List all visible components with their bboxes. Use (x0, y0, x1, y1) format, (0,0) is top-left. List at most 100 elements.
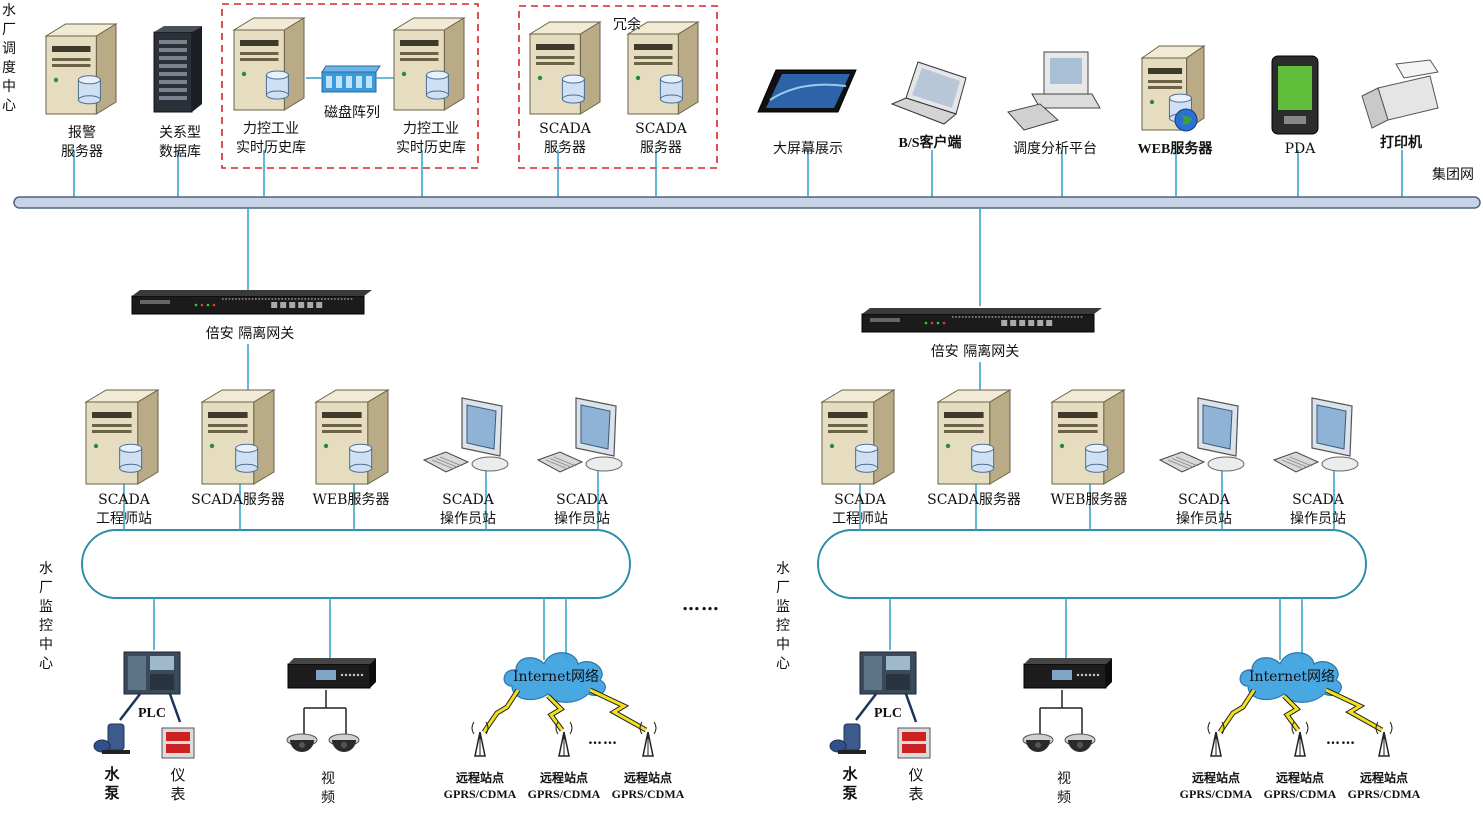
plant-2-camera-2-icon (1064, 733, 1096, 752)
plant-1-web-server-icon (314, 389, 390, 485)
web-server-top-icon (1140, 45, 1206, 131)
plant-1-lan-ring (81, 529, 631, 599)
plant-2-pump-icon (829, 723, 866, 754)
dispatch-analysis-label: 调度分析平台 (1013, 141, 1097, 157)
gateway-1-device (131, 290, 372, 315)
plant-2-antenna-2-icon (1291, 721, 1309, 757)
plant-2-operator-station-1-icon (1158, 397, 1245, 473)
historian-1-icon (232, 17, 306, 111)
plant-1-operator-station-1-icon (422, 397, 509, 473)
plant-2-engineer-station-icon (820, 389, 896, 485)
plant-1-remote-dots: …… (588, 732, 618, 748)
pda-icon (1271, 55, 1319, 135)
web-server-top-label: WEB服务器 (1137, 142, 1213, 157)
disk-array-icon (321, 65, 381, 93)
plant-1-operator-station-2-icon (536, 397, 623, 473)
plant-2-pump-cable (855, 693, 877, 721)
plant-1-web-server-label: WEB服务器 (312, 492, 390, 508)
plant-1-antenna-2-icon (555, 721, 573, 757)
plant-2-operator-station-2-icon (1272, 397, 1359, 473)
big-screen-icon (757, 69, 857, 113)
plant-2-meter-cable (904, 693, 918, 723)
gateway-2-label: 倍安 隔离网关 (930, 344, 1020, 360)
relational-db-icon (153, 26, 202, 113)
big-screen-label: 大屏幕展示 (773, 141, 843, 157)
plant-2-remote-dots: …… (1326, 732, 1356, 748)
bs-client-laptop-icon (890, 61, 967, 125)
alarm-server-icon (44, 23, 118, 115)
printer-label: 打印机 (1380, 136, 1422, 151)
plant-2-web-server-icon (1050, 389, 1126, 485)
plant-1-internet-label: Internet网络 (512, 669, 600, 685)
plant-1-antenna-3-icon (639, 721, 657, 757)
plant-1-meter-cable (168, 693, 182, 723)
plant-1-camera-2-icon (328, 733, 360, 752)
plant-1-dvr-icon (287, 658, 376, 689)
plant-2-meter-label: 仪表 (908, 766, 924, 803)
disk-array-label: 磁盘阵列 (324, 105, 380, 121)
printer-icon (1361, 59, 1439, 129)
historian-redundant-box (221, 3, 479, 169)
middle-ellipsis: …… (682, 594, 720, 615)
plant-2-plc-icon (859, 651, 917, 695)
plant-2-video-label: 视频 (1057, 771, 1071, 806)
group-network-backbone (13, 196, 1481, 209)
gateway-1-label: 倍安 隔离网关 (205, 326, 295, 342)
plant-2-camera-1-icon (1022, 733, 1054, 752)
plant-1-pump-cable (119, 693, 141, 721)
plant-2-title: 水厂监控中心 (776, 561, 790, 672)
plant-1-title: 水厂监控中心 (39, 561, 53, 672)
plant-1-pump-label: 水泵 (104, 767, 120, 802)
plant-1-meter-label: 仪表 (170, 766, 186, 803)
scada-redundant-box (518, 5, 718, 169)
plant-2-antenna-3-icon (1375, 721, 1393, 757)
scada-server-1-icon (528, 21, 602, 115)
plant-2-plc-label: PLC (874, 706, 902, 721)
gateway-2-device (861, 308, 1102, 333)
plant-1-engineer-station-icon (84, 389, 160, 485)
relational-db-label: 关系型数据库 (159, 125, 201, 160)
historian-2-icon (392, 17, 466, 111)
plant-2-dvr-icon (1023, 658, 1112, 689)
plant-2-scada-server-icon (936, 389, 1012, 485)
plant-1-scada-server-label: SCADA服务器 (191, 492, 285, 508)
group-network-label: 集团网 (1432, 167, 1474, 183)
pda-label: PDA (1284, 141, 1316, 157)
historian-1-label: 力控工业实时历史库 (236, 121, 306, 156)
plant-2-antenna-1-icon (1207, 721, 1225, 757)
plant-1-pump-icon (93, 723, 130, 754)
plant-2-scada-server-label: SCADA服务器 (927, 492, 1021, 508)
alarm-server-label: 报警服务器 (61, 125, 103, 160)
bs-client-label: B/S客户端 (898, 136, 962, 151)
plant-2-pump-label: 水泵 (842, 767, 858, 802)
dispatch-analysis-pc-icon (1007, 51, 1101, 131)
plant-2-meter-icon (897, 727, 931, 759)
plant-1-camera-1-icon (286, 733, 318, 752)
plant-1-antenna-1-icon (471, 721, 489, 757)
plant-1-meter-icon (161, 727, 195, 759)
plant-1-plc-label: PLC (138, 706, 166, 721)
plant-2-web-server-label: WEB服务器 (1050, 492, 1128, 508)
scada-server-2-icon (626, 21, 700, 115)
plant-2-lan-ring (817, 529, 1367, 599)
dispatch-center-title: 水厂调度中心 (2, 3, 16, 114)
plant-1-video-label: 视频 (321, 771, 335, 806)
plant-1-scada-server-icon (200, 389, 276, 485)
redundant-label: 冗余 (613, 17, 641, 33)
plant-2-internet-label: Internet网络 (1248, 669, 1336, 685)
